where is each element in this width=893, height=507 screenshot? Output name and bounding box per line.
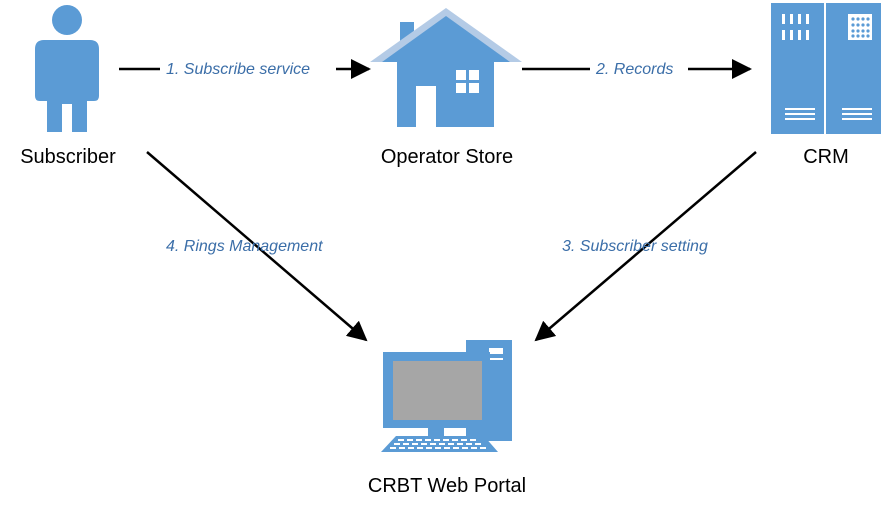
house-icon — [370, 8, 522, 127]
node-label-crm: CRM — [803, 146, 849, 168]
server-rack-icon — [771, 3, 881, 134]
edge-label-rings-management: 4. Rings Management — [166, 238, 323, 255]
edge-arrow-rings-management — [146, 151, 368, 342]
person-icon — [35, 5, 99, 132]
desktop-computer-icon — [381, 340, 512, 452]
edge-label-subscriber-setting: 3. Subscriber setting — [562, 238, 708, 255]
edge-label-subscribe: 1. Subscribe service — [166, 61, 310, 78]
edge-label-records: 2. Records — [595, 61, 673, 78]
node-label-subscriber: Subscriber — [20, 146, 116, 168]
edge-arrow-subscriber-setting — [534, 151, 757, 342]
node-label-operator-store: Operator Store — [381, 146, 513, 168]
node-label-web-portal: CRBT Web Portal — [368, 475, 526, 497]
